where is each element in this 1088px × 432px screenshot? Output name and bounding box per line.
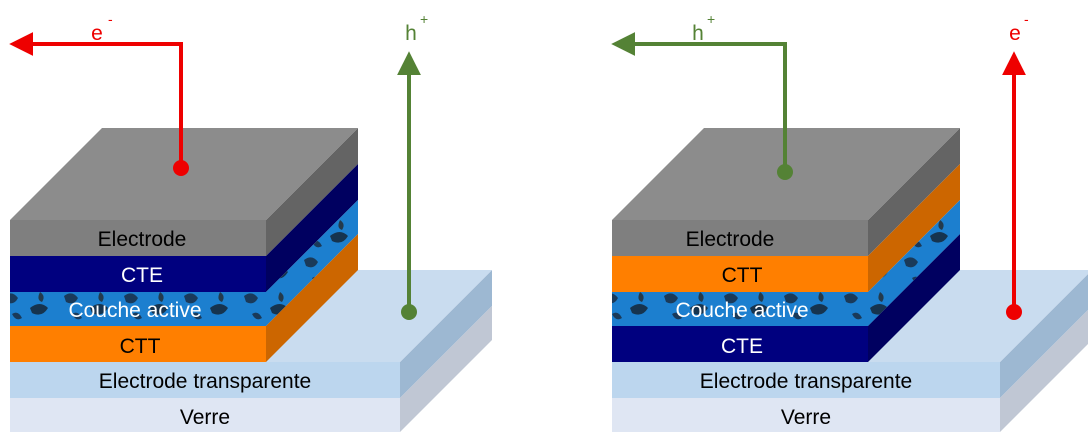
- left-side-carrier-charge: +: [420, 11, 428, 27]
- right-bottom-layer-side: [868, 234, 960, 362]
- right-top-layer-side: [868, 164, 960, 292]
- right-active-front: [612, 292, 868, 326]
- right-side-carrier-charge: -: [1024, 11, 1029, 27]
- right-top-carrier-path: [611, 32, 787, 172]
- right-top-layer-label: CTT: [722, 264, 763, 287]
- right-bottom-layer-label: CTE: [721, 335, 763, 358]
- left-transparent-side: [400, 270, 492, 398]
- left-glass-front: [10, 398, 400, 432]
- left-top-layer-side: [266, 164, 358, 292]
- right-active-label: Couche active: [675, 299, 808, 322]
- left-bottom-layer-side: [266, 234, 358, 362]
- left-electrode-label: Electrode: [98, 228, 187, 251]
- right-electrode-front: [612, 220, 868, 256]
- right-glass-front: [612, 398, 1000, 432]
- right-active-side: [868, 200, 960, 326]
- right-electrode-side: [868, 128, 960, 256]
- left-electrode-front: [10, 220, 266, 256]
- left-active-label: Couche active: [68, 299, 201, 322]
- left-top-layer-front: [10, 256, 266, 292]
- left-glass-side: [400, 306, 492, 432]
- left-top-carrier-dot: [173, 160, 189, 176]
- left-transparent-front: [10, 362, 400, 398]
- left-bottom-layer-front: [10, 326, 266, 362]
- left-top-carrier-charge: -: [108, 11, 113, 27]
- right-transparent-side: [1000, 274, 1088, 398]
- right-bottom-layer-front: [612, 326, 868, 362]
- left-top-layer-label: CTE: [121, 264, 163, 287]
- left-bottom-layer-label: CTT: [120, 335, 161, 358]
- left-top-carrier-path: [9, 32, 183, 168]
- right-glass-side: [1000, 310, 1088, 432]
- left-transparent-label: Electrode transparente: [99, 370, 311, 393]
- right-electrode-label: Electrode: [686, 228, 775, 251]
- right-side-carrier-dot: [1006, 304, 1022, 320]
- left-top-carrier-symbol: e: [91, 22, 103, 45]
- right-top-carrier-symbol: h: [692, 22, 704, 45]
- right-diagram: Electrode CTT Couche active CTE Electrod…: [611, 11, 1088, 432]
- left-glass-label: Verre: [180, 406, 230, 429]
- left-active-front: [10, 292, 266, 326]
- left-electrode-side: [266, 128, 358, 256]
- right-top-carrier-dot: [777, 164, 793, 180]
- right-transparent-label: Electrode transparente: [700, 370, 912, 393]
- right-glass-label: Verre: [781, 406, 831, 429]
- right-side-carrier-symbol: e: [1009, 22, 1021, 45]
- left-side-carrier-symbol: h: [405, 22, 417, 45]
- left-diagram: Electrode CTE Couche active CTT Electrod…: [9, 11, 492, 432]
- right-top-layer-front: [612, 256, 868, 292]
- left-active-side: [266, 200, 358, 326]
- right-top-carrier-charge: +: [707, 11, 715, 27]
- left-side-carrier-dot: [401, 304, 417, 320]
- right-transparent-front: [612, 362, 1000, 398]
